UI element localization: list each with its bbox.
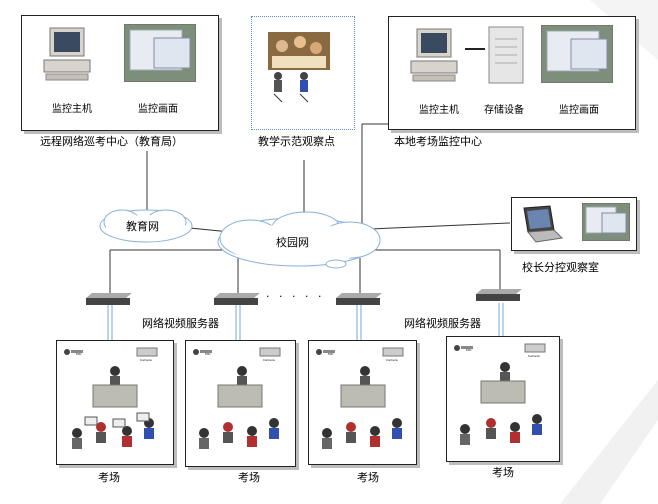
exam-room-scene-icon [454, 343, 546, 445]
laptop-icon [523, 205, 564, 243]
campus-network-cloud [217, 211, 381, 269]
local-center-caption: 本地考场监控中心 [394, 135, 482, 148]
exam-room-1-mic-label: MIC [76, 352, 82, 356]
demo-point-caption: 教学示范观察点 [258, 135, 335, 148]
local-host-icon [410, 28, 458, 82]
principal-screen-icon [582, 203, 630, 241]
exam-room-3: MIC Camera [308, 340, 417, 465]
video-server-4-icon [476, 289, 522, 301]
remote-screen-label: 监控画面 [138, 104, 178, 115]
storage-device-icon [488, 26, 524, 84]
exam-room-scene-icon [316, 347, 404, 449]
link-line [465, 48, 485, 50]
local-storage-label: 存储设备 [484, 105, 524, 116]
exam-room-2-label: 考场 [238, 471, 260, 484]
exam-room-4-label: 考场 [492, 466, 514, 479]
video-server-label-left: 网络视频服务器 [142, 317, 219, 330]
more-servers-ellipsis: · · · · · [266, 290, 325, 303]
video-server-2-icon [214, 293, 260, 305]
edu-network-label: 教育网 [126, 220, 159, 233]
remote-center-box: 监控主机 监控画面 [21, 15, 219, 131]
video-server-1-icon [86, 293, 132, 305]
exam-room-2-camera-label: Camera [263, 358, 275, 362]
remote-host-label: 监控主机 [52, 104, 92, 115]
exam-room-2: MIC Camera [185, 340, 296, 467]
principal-room-box [511, 197, 637, 251]
local-screen-label: 监控画面 [559, 105, 599, 116]
exam-room-3-mic-label: MIC [328, 352, 334, 356]
principal-room-caption: 校长分控观察室 [522, 261, 599, 274]
classroom-photo-icon [268, 32, 330, 103]
campus-network-label: 校园网 [276, 236, 309, 249]
exam-room-4-mic-label: MIC [466, 348, 472, 352]
monitor-screen-icon [124, 24, 196, 82]
exam-room-1-camera-label: Camera [140, 358, 152, 362]
video-server-label-right: 网络视频服务器 [404, 317, 481, 330]
video-server-3-icon [336, 293, 382, 305]
exam-room-3-camera-label: Camera [386, 358, 398, 362]
exam-room-1-label: 考场 [98, 471, 120, 484]
remote-center-caption: 远程网络巡考中心（教育局） [40, 135, 183, 148]
exam-room-4: MIC Camera [446, 336, 560, 462]
exam-room-2-mic-label: MIC [205, 352, 211, 356]
exam-room-scene-icon [64, 347, 158, 449]
exam-room-4-camera-label: Camera [528, 354, 540, 358]
local-screen-icon [541, 25, 613, 83]
exam-room-scene-icon [193, 347, 281, 449]
local-host-label: 监控主机 [419, 105, 459, 116]
demo-point-box [251, 16, 355, 130]
monitor-host-icon [43, 27, 91, 81]
local-center-box: 监控主机 存储设备 监控画面 [388, 16, 636, 130]
edu-network-cloud [99, 209, 193, 243]
exam-room-1: MIC Camera [56, 340, 174, 465]
exam-room-3-label: 考场 [357, 471, 379, 484]
